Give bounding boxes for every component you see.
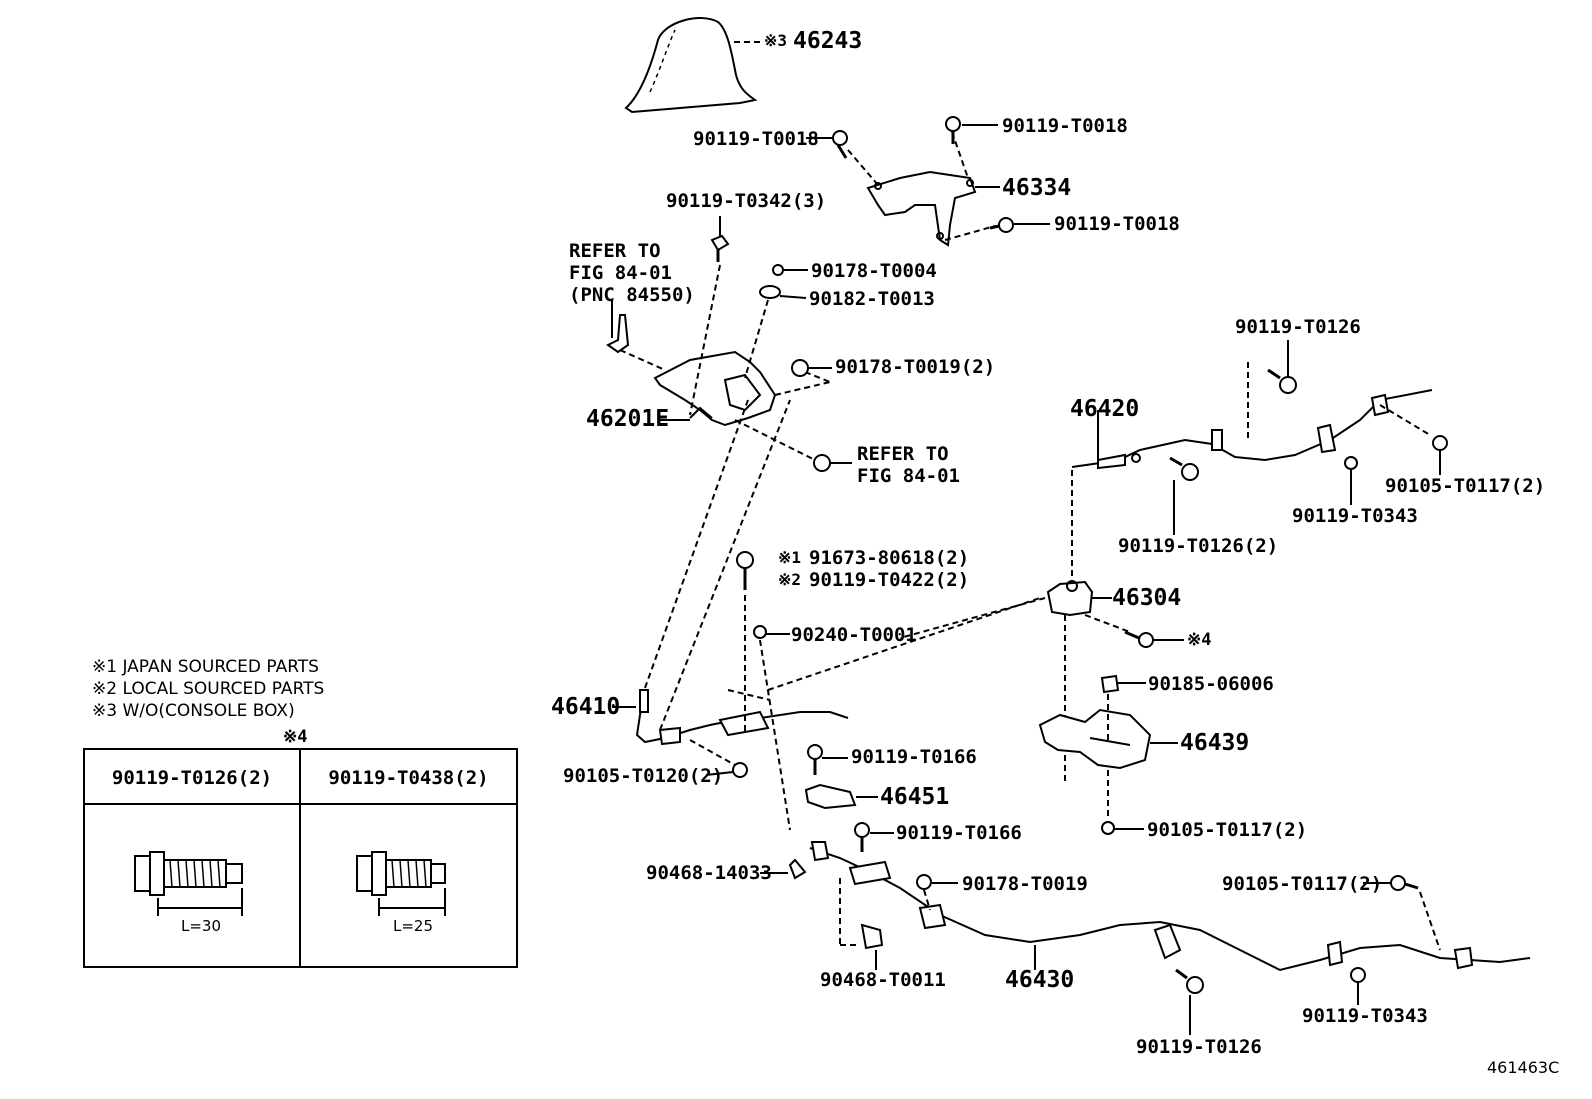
part-label-90119-T0126-bottom[interactable]: 90119-T0126 (1136, 1036, 1262, 1058)
part-label-90119-T0166-b[interactable]: 90119-T0166 (896, 822, 1022, 844)
bracket-46334 (847, 131, 1000, 247)
bolt-length-table (83, 748, 518, 968)
fastener-icon (689, 216, 852, 472)
part-label-90178-T0019-2[interactable]: 90178-T0019(2) (835, 356, 996, 378)
part-label-90119-T0018-a[interactable]: 90119-T0018 (693, 128, 819, 150)
part-label-90119-T0343-bottom[interactable]: 90119-T0343 (1302, 1005, 1428, 1027)
part-label-90105-T0120[interactable]: 90105-T0120(2) (563, 765, 724, 787)
part-label-90468-T0011[interactable]: 90468-T0011 (820, 969, 946, 991)
part-label-46201E[interactable]: 46201E (586, 406, 670, 432)
part-mark-4: ※4 (1187, 630, 1212, 650)
shield-46439 (1038, 674, 1178, 835)
legend-note-3: ※3 W/O(CONSOLE BOX) (92, 701, 295, 721)
part-label-90119-T0126-top[interactable]: 90119-T0126 (1235, 316, 1361, 338)
part-label-46420[interactable]: 46420 (1070, 396, 1140, 422)
part-label-90119-T0126-2[interactable]: 90119-T0126(2) (1118, 535, 1279, 557)
bracket-46451 (804, 783, 878, 810)
bolt-length-30: L=30 (181, 917, 222, 935)
table-col-90119-T0126[interactable]: 90119-T0126(2) (111, 767, 273, 789)
bolt-icon (806, 116, 1050, 233)
part-label-90468-14033[interactable]: 90468-14033 (646, 862, 772, 884)
part-label-90105-T0117-mid[interactable]: 90105-T0117(2) (1147, 819, 1308, 841)
part-label-90119-T0342[interactable]: 90119-T0342(3) (666, 190, 827, 212)
part-label-90119-T0018-c[interactable]: 90119-T0018 (1054, 213, 1180, 235)
part-label-46410[interactable]: 46410 (551, 694, 621, 720)
table-title: ※4 (283, 727, 308, 747)
part-label-46243[interactable]: 46243 (793, 28, 863, 54)
part-label-46304[interactable]: 46304 (1112, 585, 1182, 611)
console-boot-part (624, 17, 762, 114)
part-label-46334[interactable]: 46334 (1002, 175, 1072, 201)
part-label-90105-T0117-right[interactable]: 90105-T0117(2) (1385, 475, 1546, 497)
part-label-91673-80618[interactable]: 91673-80618(2) (809, 547, 970, 569)
part-label-90240-T0001[interactable]: 90240-T0001 (791, 624, 917, 646)
figure-number: 461463C (1487, 1058, 1560, 1077)
part-label-90119-T0018-b[interactable]: 90119-T0018 (1002, 115, 1128, 137)
table-col-90119-T0438[interactable]: 90119-T0438(2) (328, 767, 489, 789)
lever-assembly-46201E (606, 300, 831, 461)
part-mark-2: ※2 (778, 570, 802, 589)
bolt-icon (736, 551, 894, 852)
rear-cable-46430 (760, 841, 1531, 1035)
legend-note-2: ※2 LOCAL SOURCED PARTS (92, 679, 325, 699)
part-label-90182-T0013[interactable]: 90182-T0013 (809, 288, 935, 310)
part-label-90105-T0117-bottom[interactable]: 90105-T0117(2) (1222, 873, 1383, 895)
part-label-90119-T0166-a[interactable]: 90119-T0166 (851, 746, 977, 768)
equalizer-46304 (899, 580, 1184, 785)
part-label-90178-T0004[interactable]: 90178-T0004 (811, 260, 937, 282)
part-label-46430[interactable]: 46430 (1005, 967, 1075, 993)
part-label-90119-T0422[interactable]: 90119-T0422(2) (809, 569, 970, 591)
part-label-90119-T0343-top[interactable]: 90119-T0343 (1292, 505, 1418, 527)
part-label-90185-06006[interactable]: 90185-06006 (1148, 673, 1274, 695)
refer-note-2: REFER TO FIG 84-01 (857, 443, 960, 487)
part-mark-3: ※3 (764, 31, 788, 50)
part-label-46439[interactable]: 46439 (1180, 730, 1250, 756)
refer-note-1: REFER TO FIG 84-01 (PNC 84550) (569, 240, 695, 306)
rear-cable-46420 (1071, 340, 1448, 595)
part-label-46451[interactable]: 46451 (880, 784, 950, 810)
part-mark-1: ※1 (778, 548, 802, 567)
part-label-90178-T0019[interactable]: 90178-T0019 (962, 873, 1088, 895)
bolt-length-25: L=25 (393, 917, 434, 935)
legend-note-1: ※1 JAPAN SOURCED PARTS (92, 657, 319, 677)
front-cable-46410 (612, 399, 1041, 778)
